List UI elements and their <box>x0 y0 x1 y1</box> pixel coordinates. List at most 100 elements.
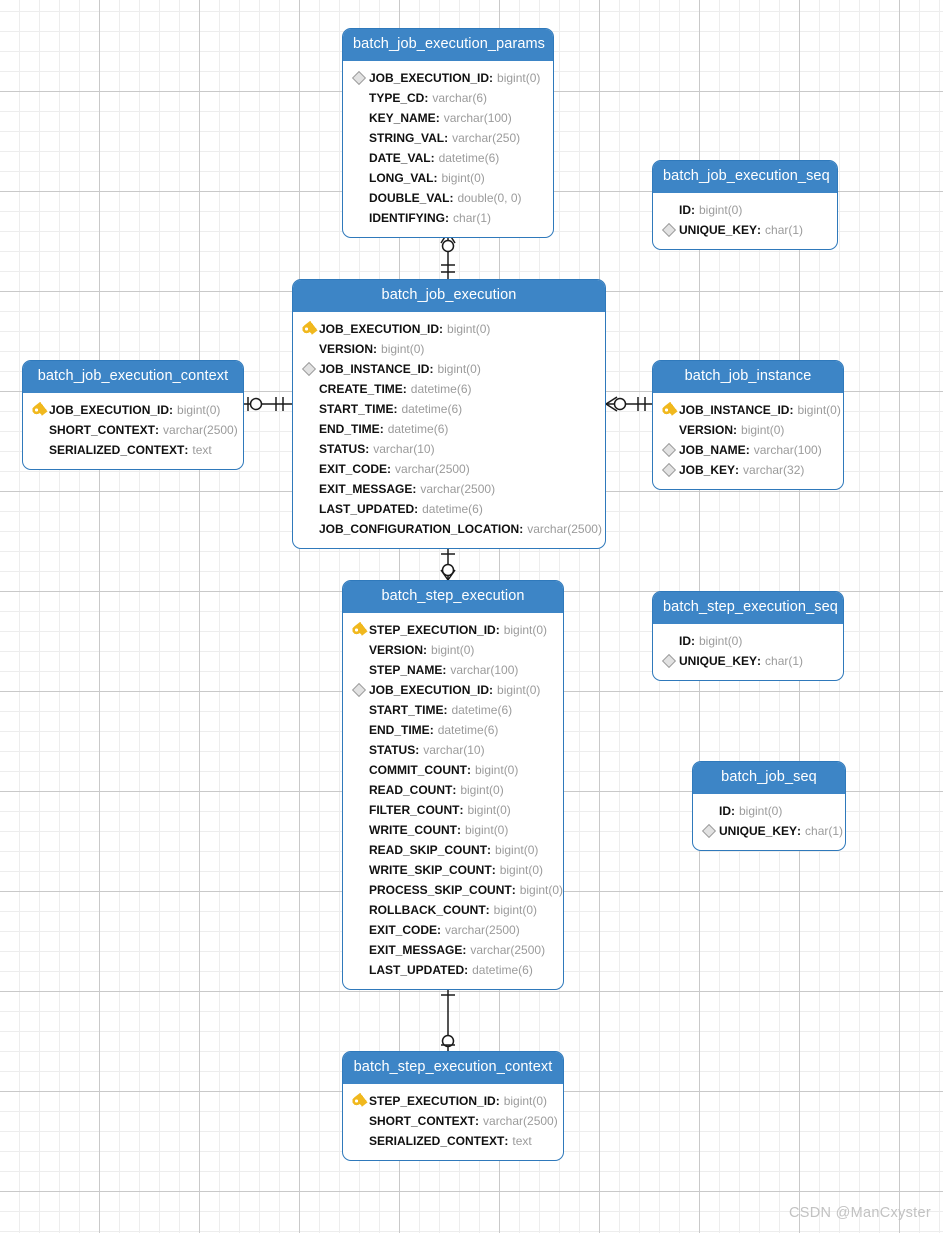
attribute-separator: : <box>475 1113 480 1128</box>
attribute-separator: : <box>457 822 461 837</box>
attribute-row[interactable]: IDENTIFYING:char(1) <box>352 208 544 228</box>
attribute-separator: : <box>393 401 398 416</box>
attribute-row[interactable]: ROLLBACK_COUNT:bigint(0) <box>352 900 554 920</box>
attribute-row[interactable]: UNIQUE_KEY:char(1) <box>662 651 834 671</box>
attribute-marker-none <box>352 762 369 778</box>
entity-attribute-list-batch_job_seq: ID:bigint(0)UNIQUE_KEY:char(1) <box>693 794 845 850</box>
attribute-row[interactable]: EXIT_MESSAGE:varchar(2500) <box>352 940 554 960</box>
attribute-separator: : <box>797 823 802 838</box>
attribute-row[interactable]: READ_SKIP_COUNT:bigint(0) <box>352 840 554 860</box>
attribute-row[interactable]: COMMIT_COUNT:bigint(0) <box>352 760 554 780</box>
attribute-separator: : <box>433 170 438 185</box>
attribute-name: SERIALIZED_CONTEXT <box>369 1133 505 1148</box>
attribute-row[interactable]: ID:bigint(0) <box>662 631 834 651</box>
attribute-row[interactable]: VERSION:bigint(0) <box>352 640 554 660</box>
attribute-row[interactable]: KEY_NAME:varchar(100) <box>352 108 544 128</box>
attribute-separator: : <box>495 1093 500 1108</box>
attribute-row[interactable]: UNIQUE_KEY:char(1) <box>662 220 828 240</box>
attribute-row[interactable]: STATUS:varchar(10) <box>302 439 596 459</box>
primary-key-icon <box>352 1093 369 1109</box>
attribute-row[interactable]: EXIT_CODE:varchar(2500) <box>352 920 554 940</box>
attribute-row[interactable]: END_TIME:datetime(6) <box>302 419 596 439</box>
attribute-name: STRING_VAL <box>369 130 445 145</box>
attribute-row[interactable]: DOUBLE_VAL:double(0, 0) <box>352 188 544 208</box>
attribute-type: text <box>512 1133 532 1148</box>
attribute-name: TYPE_CD <box>369 90 425 105</box>
attribute-row[interactable]: JOB_EXECUTION_ID:bigint(0) <box>302 319 596 339</box>
attribute-row[interactable]: EXIT_MESSAGE:varchar(2500) <box>302 479 596 499</box>
attribute-row[interactable]: DATE_VAL:datetime(6) <box>352 148 544 168</box>
attribute-row[interactable]: JOB_EXECUTION_ID:bigint(0) <box>352 68 544 88</box>
attribute-type: bigint(0) <box>381 341 425 356</box>
attribute-row[interactable]: WRITE_COUNT:bigint(0) <box>352 820 554 840</box>
attribute-type: bigint(0) <box>739 803 783 818</box>
entity-batch_job_instance[interactable]: batch_job_instance JOB_INSTANCE_ID:bigin… <box>652 360 844 490</box>
attribute-row[interactable]: EXIT_CODE:varchar(2500) <box>302 459 596 479</box>
attribute-row[interactable]: STEP_NAME:varchar(100) <box>352 660 554 680</box>
attribute-row[interactable]: SHORT_CONTEXT:varchar(2500) <box>32 420 238 440</box>
attribute-row[interactable]: TYPE_CD:varchar(6) <box>352 88 544 108</box>
primary-key-icon <box>662 402 679 418</box>
attribute-row[interactable]: JOB_NAME:varchar(100) <box>662 440 834 460</box>
attribute-row[interactable]: SHORT_CONTEXT:varchar(2500) <box>352 1111 558 1131</box>
attribute-type: varchar(2500) <box>470 942 546 957</box>
attribute-row[interactable]: SERIALIZED_CONTEXT:text <box>352 1131 554 1151</box>
attribute-name: STEP_EXECUTION_ID <box>369 1093 496 1108</box>
attribute-row[interactable]: STEP_EXECUTION_ID:bigint(0) <box>352 1091 554 1111</box>
attribute-name: READ_SKIP_COUNT <box>369 842 488 857</box>
attribute-row[interactable]: JOB_EXECUTION_ID:bigint(0) <box>352 680 554 700</box>
attribute-row[interactable]: UNIQUE_KEY:char(1) <box>702 821 843 841</box>
attribute-separator: : <box>373 341 378 356</box>
attribute-row[interactable]: LAST_UPDATED:datetime(6) <box>352 960 554 980</box>
attribute-separator: : <box>445 210 450 225</box>
attribute-row[interactable]: JOB_KEY:varchar(32) <box>662 460 834 480</box>
attribute-row[interactable]: WRITE_SKIP_COUNT:bigint(0) <box>352 860 554 880</box>
attribute-row[interactable]: STRING_VAL:varchar(250) <box>352 128 544 148</box>
attribute-row[interactable]: START_TIME:datetime(6) <box>352 700 554 720</box>
attribute-type: datetime(6) <box>438 150 500 165</box>
attribute-type: varchar(2500) <box>445 922 520 937</box>
attribute-row[interactable]: FILTER_COUNT:bigint(0) <box>352 800 554 820</box>
entity-batch_job_execution_params[interactable]: batch_job_execution_params JOB_EXECUTION… <box>342 28 554 238</box>
attribute-marker-none <box>352 702 369 718</box>
entity-batch_step_execution_seq[interactable]: batch_step_execution_seq ID:bigint(0)UNI… <box>652 591 844 681</box>
attribute-row[interactable]: JOB_INSTANCE_ID:bigint(0) <box>662 400 841 420</box>
entity-batch_job_execution[interactable]: batch_job_execution JOB_EXECUTION_ID:big… <box>292 279 606 549</box>
attribute-row[interactable]: END_TIME:datetime(6) <box>352 720 554 740</box>
entity-batch_step_execution_context[interactable]: batch_step_execution_context STEP_EXECUT… <box>342 1051 564 1161</box>
attribute-row[interactable]: VERSION:bigint(0) <box>662 420 834 440</box>
attribute-separator: : <box>429 722 434 737</box>
attribute-separator: : <box>423 642 428 657</box>
attribute-row[interactable]: VERSION:bigint(0) <box>302 339 596 359</box>
attribute-marker-none <box>352 882 369 898</box>
attribute-row[interactable]: STEP_EXECUTION_ID:bigint(0) <box>352 620 554 640</box>
attribute-marker-none <box>352 210 369 226</box>
entity-batch_job_execution_context[interactable]: batch_job_execution_context JOB_EXECUTIO… <box>22 360 244 470</box>
attribute-row[interactable]: JOB_INSTANCE_ID:bigint(0) <box>302 359 596 379</box>
entity-batch_job_seq[interactable]: batch_job_seq ID:bigint(0)UNIQUE_KEY:cha… <box>692 761 846 851</box>
attribute-row[interactable]: JOB_EXECUTION_ID:bigint(0) <box>32 400 234 420</box>
attribute-type: bigint(0) <box>441 170 485 185</box>
attribute-row[interactable]: CREATE_TIME:datetime(6) <box>302 379 596 399</box>
entity-batch_step_execution[interactable]: batch_step_execution STEP_EXECUTION_ID:b… <box>342 580 564 990</box>
attribute-row[interactable]: SERIALIZED_CONTEXT:text <box>32 440 234 460</box>
attribute-row[interactable]: ID:bigint(0) <box>662 200 828 220</box>
attribute-marker-none <box>352 942 369 958</box>
attribute-row[interactable]: PROCESS_SKIP_COUNT:bigint(0) <box>352 880 563 900</box>
attribute-row[interactable]: START_TIME:datetime(6) <box>302 399 596 419</box>
entity-batch_job_execution_seq[interactable]: batch_job_execution_seq ID:bigint(0)UNIQ… <box>652 160 838 250</box>
entity-title-batch_job_instance: batch_job_instance <box>653 361 843 393</box>
attribute-row[interactable]: LAST_UPDATED:datetime(6) <box>302 499 596 519</box>
attribute-name: START_TIME <box>319 401 394 416</box>
attribute-row[interactable]: READ_COUNT:bigint(0) <box>352 780 554 800</box>
attribute-type: bigint(0) <box>460 782 504 797</box>
attribute-marker-none <box>352 130 369 146</box>
attribute-type: varchar(2500) <box>420 481 496 496</box>
attribute-marker-none <box>352 642 369 658</box>
attribute-row[interactable]: LONG_VAL:bigint(0) <box>352 168 544 188</box>
attribute-row[interactable]: JOB_CONFIGURATION_LOCATION:varchar(2500) <box>302 519 602 539</box>
attribute-row[interactable]: ID:bigint(0) <box>702 801 836 821</box>
attribute-row[interactable]: STATUS:varchar(10) <box>352 740 554 760</box>
connector-job-execution-to-step-execution <box>440 543 456 581</box>
